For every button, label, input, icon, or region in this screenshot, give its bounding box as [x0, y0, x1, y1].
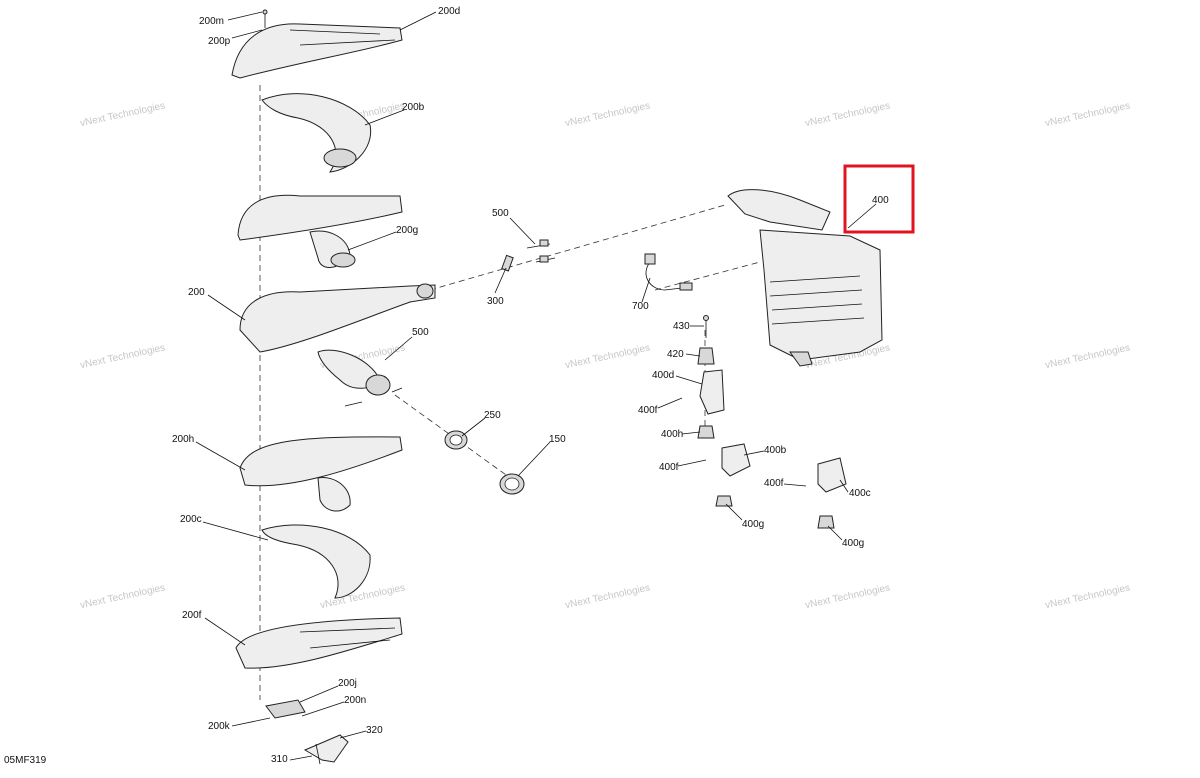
- watermark-layer: vNext Technologies vNext Technologies vN…: [79, 100, 1131, 611]
- watermark: vNext Technologies: [1044, 582, 1131, 611]
- callout-labels: 200m 200p 200d 200b 200g 200 500 300 500…: [172, 6, 889, 765]
- cover-200c-part[interactable]: [261, 524, 371, 599]
- watermark: vNext Technologies: [319, 582, 406, 611]
- callout-label[interactable]: 200g: [396, 225, 418, 236]
- grommet-420-part: [697, 347, 715, 365]
- spring-500-upper-part: [526, 239, 556, 263]
- cover-200b-part[interactable]: [261, 93, 372, 173]
- mount-400h-part: [697, 425, 715, 439]
- callout-label[interactable]: 400h: [661, 429, 683, 440]
- watermark: vNext Technologies: [564, 342, 651, 371]
- cover-200h-part[interactable]: [239, 436, 403, 512]
- callout-label[interactable]: 200: [188, 287, 205, 298]
- callout-label[interactable]: 200p: [208, 36, 231, 47]
- highlight-box: [843, 164, 915, 234]
- callout-label[interactable]: 200c: [180, 514, 202, 525]
- clamp-300-part: [501, 254, 514, 272]
- callout-label[interactable]: 320: [366, 725, 383, 736]
- watermark: vNext Technologies: [564, 100, 651, 129]
- gasket-250-part: [444, 430, 468, 450]
- bracket-200j-part: [265, 699, 306, 719]
- callout-label[interactable]: 500: [412, 327, 429, 338]
- callout-label[interactable]: 400f: [659, 462, 679, 473]
- callout-label[interactable]: 400c: [849, 488, 871, 499]
- callout-label[interactable]: 400d: [652, 370, 674, 381]
- watermark: vNext Technologies: [79, 582, 166, 611]
- bolt-430-part: [703, 315, 709, 338]
- bracket-320-part: [303, 734, 349, 765]
- watermark: vNext Technologies: [1044, 342, 1131, 371]
- gasket-150-part: [499, 473, 525, 495]
- callout-label[interactable]: 200h: [172, 434, 194, 445]
- callout-leader-lines: [195, 11, 877, 761]
- muffler-400-part[interactable]: [727, 189, 883, 367]
- cover-200f-part[interactable]: [235, 617, 403, 669]
- diagram-code: 05MF319: [4, 755, 47, 766]
- callout-label[interactable]: 400: [872, 195, 889, 206]
- callout-label[interactable]: 400f: [638, 405, 658, 416]
- callout-label[interactable]: 430: [673, 321, 690, 332]
- callout-label[interactable]: 400g: [842, 538, 864, 549]
- callout-label[interactable]: 400b: [764, 445, 787, 456]
- watermark: vNext Technologies: [804, 582, 891, 611]
- callout-label[interactable]: 200f: [182, 610, 202, 621]
- cover-200g-part[interactable]: [237, 194, 403, 268]
- fastener-200m-part: [262, 9, 268, 28]
- watermark: vNext Technologies: [564, 582, 651, 611]
- bracket-400c-part: [817, 457, 847, 493]
- bracket-400d-part: [699, 369, 725, 415]
- callout-label[interactable]: 200j: [338, 678, 357, 689]
- muffler-200-part[interactable]: [239, 283, 436, 407]
- callout-label[interactable]: 310: [271, 754, 288, 765]
- callout-label[interactable]: 500: [492, 208, 509, 219]
- callout-label[interactable]: 150: [549, 434, 566, 445]
- callout-label[interactable]: 200b: [402, 102, 425, 113]
- watermark: vNext Technologies: [79, 342, 166, 371]
- callout-label[interactable]: 200k: [208, 721, 231, 732]
- mount-400g-left-part: [715, 495, 733, 507]
- mount-400g-right-part: [817, 515, 835, 529]
- callout-label[interactable]: 700: [632, 301, 649, 312]
- watermark: vNext Technologies: [804, 100, 891, 129]
- cover-200d-part[interactable]: [231, 23, 403, 79]
- watermark: vNext Technologies: [1044, 100, 1131, 129]
- sensor-700-part: [644, 253, 693, 291]
- watermark: vNext Technologies: [79, 100, 166, 129]
- callout-label[interactable]: 400f: [764, 478, 784, 489]
- callout-label[interactable]: 300: [487, 296, 504, 307]
- callout-label[interactable]: 200d: [438, 6, 460, 17]
- callout-label[interactable]: 250: [484, 410, 501, 421]
- callout-label[interactable]: 200n: [344, 695, 366, 706]
- bracket-400b-part: [721, 443, 751, 477]
- callout-label[interactable]: 420: [667, 349, 684, 360]
- callout-label[interactable]: 200m: [199, 16, 224, 27]
- callout-label[interactable]: 400g: [742, 519, 764, 530]
